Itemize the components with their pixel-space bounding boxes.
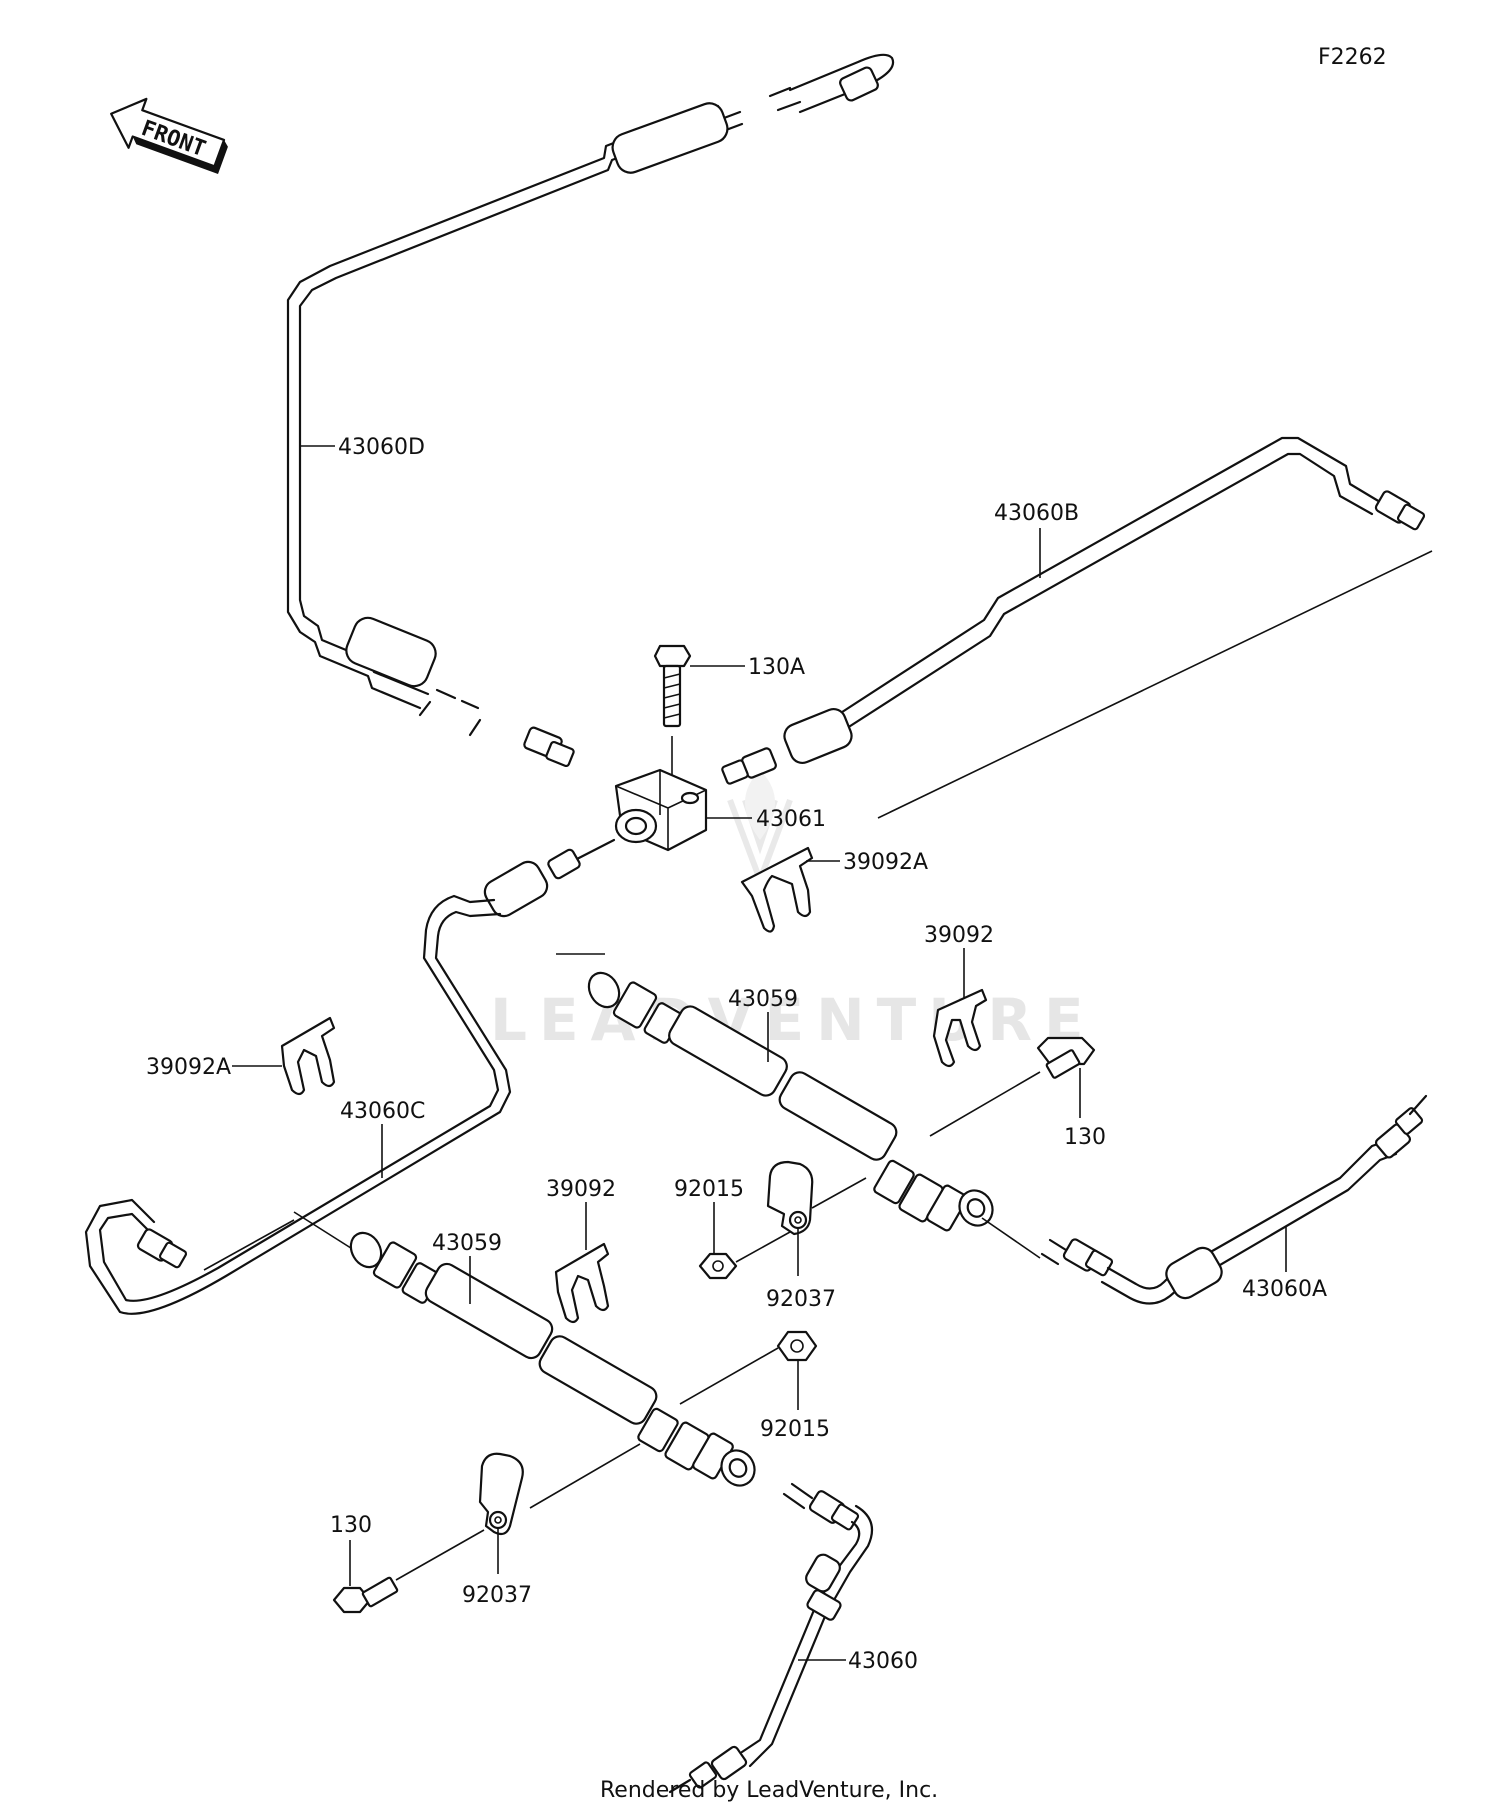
- label-43060A: 43060A: [1242, 1277, 1327, 1302]
- label-39092A-left: 39092A: [146, 1055, 231, 1080]
- label-92037-bottom: 92037: [462, 1583, 532, 1608]
- label-39092-top: 39092: [924, 923, 994, 948]
- label-130-right: 130: [1064, 1125, 1106, 1150]
- clip-39092A-left: [280, 1016, 336, 1096]
- brake-pipe-43060A: [981, 1094, 1428, 1305]
- label-39092A-top: 39092A: [843, 850, 928, 875]
- label-43059-top: 43059: [728, 987, 798, 1012]
- figure-code: F2262: [1318, 45, 1387, 70]
- front-arrow-icon: FRONT: [110, 97, 228, 174]
- label-92037-top: 92037: [766, 1287, 836, 1312]
- label-43061: 43061: [756, 807, 826, 832]
- label-43060: 43060: [848, 1649, 918, 1674]
- clip-39092-top: [932, 988, 988, 1068]
- brake-pipe-43060D: [286, 53, 895, 768]
- label-92015-top: 92015: [674, 1177, 744, 1202]
- label-43059-bottom: 43059: [432, 1231, 502, 1256]
- label-43060B: 43060B: [994, 501, 1079, 526]
- bolt-130A: [653, 644, 692, 778]
- nut-92015-bottom: [679, 1330, 818, 1405]
- label-92015-bottom: 92015: [760, 1417, 830, 1442]
- label-130-bottom: 130: [330, 1513, 372, 1538]
- bolt-130-bottom: [332, 1529, 485, 1614]
- label-43060C: 43060C: [340, 1099, 425, 1124]
- brake-pipe-43060: [668, 1482, 874, 1794]
- joint-43061: [614, 768, 708, 852]
- clip-39092-mid: [554, 1242, 610, 1324]
- leadventure-logo-watermark: [727, 770, 793, 889]
- label-39092-mid: 39092: [546, 1177, 616, 1202]
- brake-pipe-43060C: [84, 838, 616, 1315]
- clip-39092A-top: [740, 846, 814, 933]
- label-130A: 130A: [748, 655, 805, 680]
- brake-hose-43059-bottom: [293, 1211, 756, 1487]
- brake-pipe-43060B: [721, 436, 1433, 819]
- clamp-92037-bottom: [478, 1443, 641, 1536]
- bolt-130-right: [929, 1036, 1096, 1137]
- nut-92015-top: [698, 1231, 791, 1280]
- clamp-92037-top: [766, 1160, 867, 1236]
- credit-text: Rendered by LeadVenture, Inc.: [600, 1778, 938, 1803]
- brake-hose-43059-top: [556, 953, 994, 1232]
- label-43060D: 43060D: [338, 435, 425, 460]
